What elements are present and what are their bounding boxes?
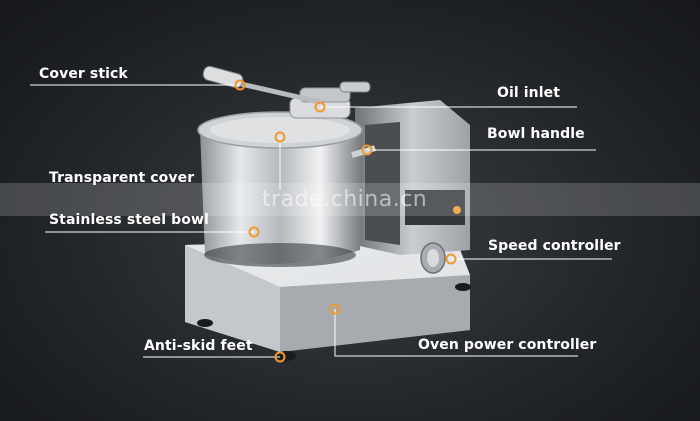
marker-oven-power <box>329 303 341 315</box>
marker-stainless-bowl <box>248 226 260 238</box>
foot-right <box>455 283 471 291</box>
watermark: trade.china.cn <box>262 187 428 212</box>
handle <box>351 145 377 158</box>
marker-speed-controller <box>445 253 457 265</box>
label-anti-skid-feet: Anti-skid feet <box>144 338 253 354</box>
label-oil-inlet: Oil inlet <box>497 85 561 101</box>
marker-oil-inlet <box>314 101 326 113</box>
foot-left <box>197 319 213 327</box>
speed-knob <box>420 242 446 274</box>
label-transparent-cover: Transparent cover <box>49 170 195 186</box>
steel-bowl <box>197 111 363 267</box>
motor-housing <box>355 100 470 255</box>
leader-lines <box>30 84 612 358</box>
label-stainless-steel-bowl: Stainless steel bowl <box>49 212 209 228</box>
marker-transparent-cover <box>274 131 286 143</box>
label-cover-stick: Cover stick <box>39 66 128 82</box>
callout-markers <box>234 79 457 363</box>
label-speed-controller: Speed controller <box>488 238 621 254</box>
marker-bowl-handle <box>361 144 373 156</box>
marker-anti-skid <box>274 351 286 363</box>
label-oven-power-controller: Oven power controller <box>418 337 597 353</box>
label-bowl-handle: Bowl handle <box>487 126 585 142</box>
lid-assembly <box>202 65 371 119</box>
watermark-band <box>0 183 700 216</box>
marker-cover-stick <box>234 79 246 91</box>
